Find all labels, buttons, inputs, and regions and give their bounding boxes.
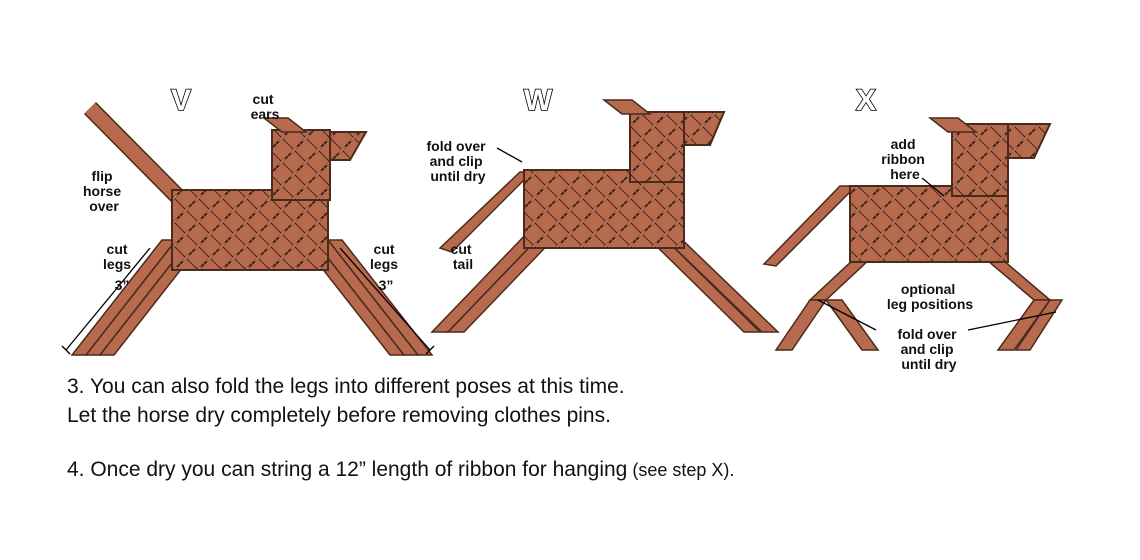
horse-v-body [171,189,329,271]
horse-x-head [1007,123,1052,159]
instruction-step4-note: (see step X). [627,460,735,480]
horse-x [762,117,1064,351]
horse-x-tail [762,185,858,267]
horse-v-ears [261,117,309,133]
horse-w-head [683,111,726,146]
horse-w-tail [438,171,534,253]
horse-w-legs [430,229,780,333]
horse-v-head [329,131,368,161]
instruction-step3-line2: Let the horse dry completely before remo… [67,404,611,427]
label-cut-legs-left: cut legs 3” [103,241,135,293]
label-fold-over-clip: fold over and clip until dry [426,138,489,184]
horse-x-ears [927,117,979,133]
instruction-step4-main: 4. Once dry you can string a 12” length … [67,458,628,481]
horse-v-neck [271,129,331,201]
label-fold-over-clip-legs: fold over and clip until dry [897,326,960,372]
label-cut-legs-right: cut legs 3” [370,241,402,293]
horse-w-neck [629,111,685,183]
horse-w-ears [601,99,653,115]
step-letter-x: X [856,84,876,117]
horse-x-body [849,185,1009,263]
instruction-step4: 4. Once dry you can string a 12” length … [67,458,734,482]
instruction-step3-line1: 3. You can also fold the legs into diffe… [67,375,625,398]
horse-x-neck [951,123,1009,197]
horse-v [61,102,435,356]
label-flip-horse-over: flip horse over [83,168,125,214]
label-cut-ears: cut ears [251,91,280,122]
step-letter-v: V [171,84,191,117]
label-add-ribbon-here: add ribbon here [881,136,928,182]
step-letter-w: W [524,84,553,117]
label-cut-tail: cut tail [451,241,476,272]
horse-w [430,99,780,333]
label-optional-leg-positions: optional leg positions [887,281,974,312]
